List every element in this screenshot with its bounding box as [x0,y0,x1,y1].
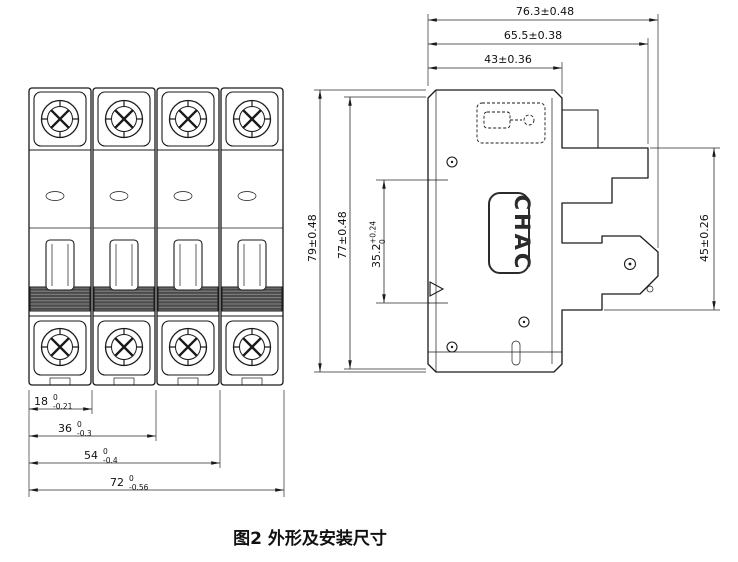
dim-width-overall: 76.3±0.48 [428,5,658,22]
svg-text:45±0.26: 45±0.26 [698,214,711,262]
svg-text:43±0.36: 43±0.36 [484,53,532,66]
side-view-top-dimensions: 76.3±0.48 65.5±0.38 43±0.36 [427,5,659,248]
side-body-outline [427,89,659,373]
svg-text:720-0.56: 720-0.56 [110,474,149,492]
pole-module-2 [93,88,155,385]
rivet-top [446,156,458,168]
pole-module-3 [157,88,219,385]
svg-text:540-0.4: 540-0.4 [84,447,118,465]
side-view-left-dimensions: 79±0.48 77±0.48 35.2+0.240 [306,89,430,373]
dim-din-channel: 45±0.26 [698,148,716,310]
brand-label: CHAC [488,192,534,274]
front-view [29,88,283,385]
phantom-ring-terminal [476,102,546,144]
svg-text:35.2+0.240: 35.2+0.240 [369,221,388,268]
clip-pivot [623,257,637,271]
rivet-bottom [446,341,458,353]
dim-rail-slot: 35.2+0.240 [369,180,388,303]
latch-marker-icon [429,281,445,297]
dim-height-overall: 79±0.48 [306,90,322,372]
svg-text:180-0.21: 180-0.21 [34,393,73,411]
dim-width-with-hook: 65.5±0.38 [428,29,648,46]
pole-module-1 [29,88,91,385]
brand-text: CHAC [510,195,534,272]
svg-text:65.5±0.38: 65.5±0.38 [504,29,562,42]
clip-spring-hole [646,285,654,293]
vent-slot [511,340,521,366]
svg-text:77±0.48: 77±0.48 [336,211,349,259]
svg-text:360-0.3: 360-0.3 [58,420,92,438]
pole-module-4 [221,88,283,385]
figure-caption: 图2 外形及安装尺寸 [233,529,387,549]
top-terminal-step [561,109,599,149]
dim-height-body: 77±0.48 [336,97,352,369]
dim-body-depth: 43±0.36 [428,53,562,70]
rivet-lower-right [518,316,530,328]
svg-text:79±0.48: 79±0.48 [306,214,319,262]
svg-text:76.3±0.48: 76.3±0.48 [516,5,574,18]
side-view: CHAC [427,89,659,373]
side-view-right-dimension: 45±0.26 [604,147,720,311]
